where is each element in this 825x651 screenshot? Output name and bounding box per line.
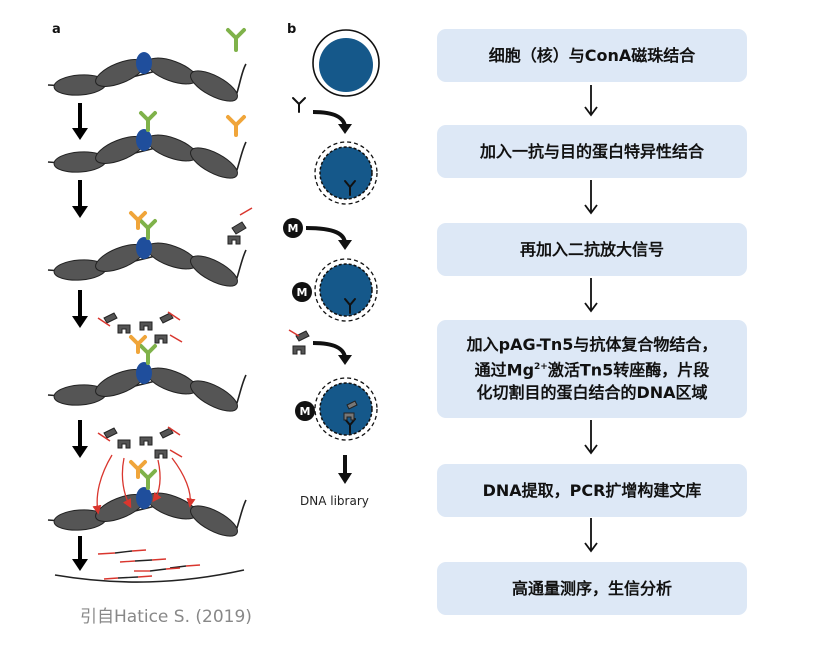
secondary-antibody-icon — [226, 115, 246, 137]
flow-step-6-text: 高通量测序，生信分析 — [511, 578, 672, 598]
chromatin-row-4 — [47, 311, 247, 412]
panel-label-b: b — [287, 22, 297, 37]
source-credit: 引自Hatice S. (2019) — [80, 607, 252, 627]
magnesium-label: M — [297, 286, 308, 299]
flow-step-5: DNA提取，PCR扩增构建文库 — [437, 464, 747, 517]
flow-step-4: 加入pAG-Tn5与抗体复合物结合，通过Mg2+激活Tn5转座酶，片段化切割目的… — [437, 320, 747, 418]
flow-step-5-text: DNA提取，PCR扩增构建文库 — [482, 480, 702, 500]
chromatin-row-3 — [47, 207, 253, 287]
cut-arrows — [92, 454, 196, 515]
flow-step-1-text: 细胞（核）与ConA磁珠结合 — [488, 45, 696, 65]
tn5-transposase-icon — [227, 207, 253, 245]
chromatin-row-5 — [47, 426, 247, 537]
released-dna-fragments — [54, 549, 245, 583]
panel-b-diagram: M M M — [283, 29, 380, 484]
flow-step-2-text: 加入一抗与目的蛋白特异性结合 — [479, 141, 704, 161]
flow-step-3-text: 再加入二抗放大信号 — [519, 239, 664, 259]
flow-step-1: 细胞（核）与ConA磁珠结合 — [437, 29, 747, 82]
flow-arrows — [584, 85, 598, 553]
antibody-addition-icon — [292, 97, 306, 113]
flow-step-4-text: 加入pAG-Tn5与抗体复合物结合，通过Mg2+激活Tn5转座酶，片段化切割目的… — [466, 335, 718, 402]
flow-step-3: 再加入二抗放大信号 — [437, 223, 747, 276]
primary-antibody-icon — [226, 28, 246, 52]
target-protein — [136, 52, 152, 74]
flow-step-2: 加入一抗与目的蛋白特异性结合 — [437, 125, 747, 178]
chromatin-row-2 — [47, 111, 247, 179]
panel-a-diagram — [47, 28, 253, 583]
nucleus-icon — [319, 38, 373, 92]
dna-library-label: DNA library — [300, 494, 369, 508]
chromatin-row-1 — [47, 28, 247, 102]
magnesium-label: M — [288, 222, 299, 235]
magnesium-label: M — [300, 405, 311, 418]
magnesium-icon — [283, 218, 303, 238]
flow-step-6: 高通量测序，生信分析 — [437, 562, 747, 615]
panel-label-a: a — [52, 22, 61, 37]
tn5-addition-icon — [288, 329, 310, 355]
